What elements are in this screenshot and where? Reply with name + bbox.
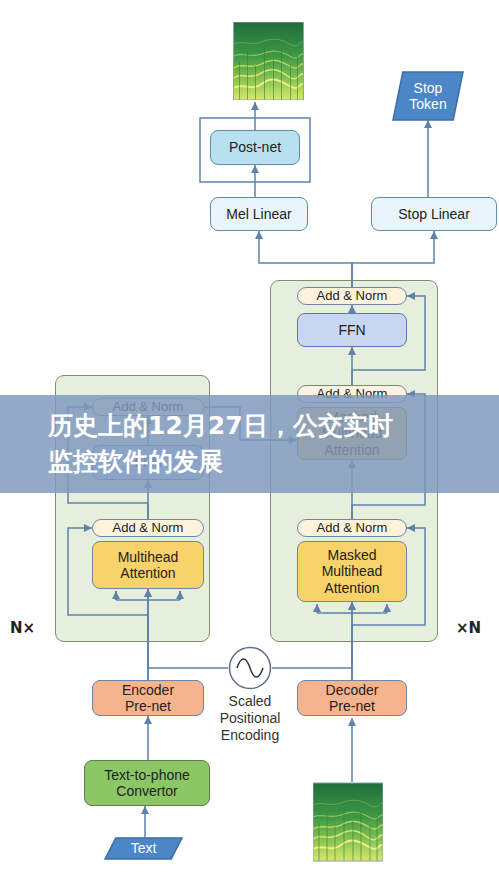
title-banner: 历史上的12月27日，公交实时 监控软件的发展 — [0, 395, 499, 493]
encoding-circle: Scaled Positional Encoding — [228, 646, 272, 690]
connector-arrow — [147, 716, 149, 760]
sine-wave-symbol — [237, 659, 263, 677]
node-label: Add & Norm — [113, 521, 184, 536]
node-label: Masked Multihead Attention — [306, 547, 398, 595]
node-label: Mel Linear — [226, 206, 291, 222]
connector-arrow — [259, 231, 352, 287]
node-label: Stop Linear — [398, 206, 470, 222]
connector-arrow — [254, 165, 256, 197]
process-box: Stop Linear — [371, 197, 497, 231]
title-text: 历史上的12月27日，公交实时 监控软件的发展 — [48, 408, 488, 481]
repeat-label: ×N — [456, 620, 481, 637]
process-box: Mel Linear — [210, 197, 308, 231]
spectrogram-input-arrow — [351, 718, 353, 782]
connector-arrow — [352, 231, 434, 287]
node-label: Multihead Attention — [101, 549, 195, 581]
repeat-label: N× — [10, 620, 35, 637]
process-box: Post-net — [210, 130, 300, 165]
attention-box: Multihead Attention — [92, 541, 204, 589]
circle-shape — [228, 646, 272, 690]
output-spectrogram — [234, 22, 304, 100]
node-label: Add & Norm — [317, 521, 388, 536]
norm-box: Add & Norm — [92, 519, 204, 537]
node-label: Stop Token — [405, 80, 451, 112]
postnet-residual-loop — [200, 118, 310, 182]
parallelogram-outline — [105, 838, 182, 859]
input-spectrogram — [313, 783, 383, 861]
connector-arrow — [427, 120, 429, 197]
input-token: Text — [105, 838, 182, 859]
process-box: Text-to-phone Convertor — [84, 760, 210, 806]
node-label: Text — [131, 840, 157, 856]
connector-arrow — [144, 806, 146, 838]
node-label: Post-net — [229, 139, 281, 155]
node-label: Text-to-phone Convertor — [91, 767, 203, 799]
circle-outline — [230, 648, 271, 689]
attention-box: Masked Multihead Attention — [297, 541, 407, 602]
node-label: Scaled Positional Encoding — [203, 693, 297, 743]
output-token: Stop Token — [393, 72, 463, 120]
norm-box: Add & Norm — [297, 519, 407, 537]
norm-box: Add & Norm — [297, 287, 407, 305]
ffn-box: FFN — [297, 313, 407, 347]
parallelogram-outline — [393, 72, 463, 120]
postnet-output-arrow — [254, 102, 256, 130]
node-label: Add & Norm — [317, 289, 388, 304]
node-label: FFN — [338, 322, 365, 338]
process-box: Encoder Pre-net — [92, 680, 204, 716]
node-label: Decoder Pre-net — [316, 682, 388, 714]
process-box: Decoder Pre-net — [297, 680, 407, 716]
node-label: Encoder Pre-net — [111, 682, 185, 714]
